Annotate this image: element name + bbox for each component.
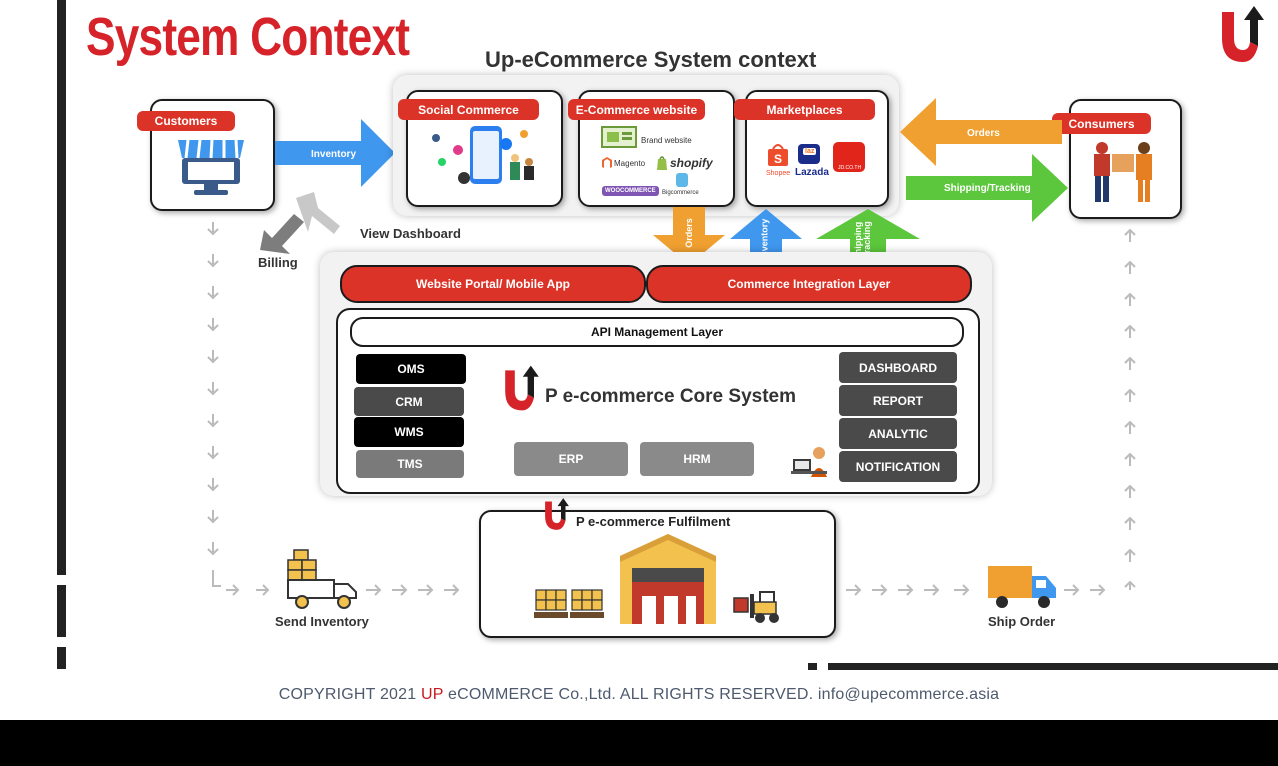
- svg-text:S: S: [774, 152, 782, 166]
- shipping-up-arrow: [816, 209, 920, 269]
- footer-copyright-suffix: eCOMMERCE Co.,Ltd. ALL RIGHTS RESERVED. …: [443, 686, 1000, 703]
- module-wms: WMS: [354, 417, 464, 447]
- social-commerce-label: Social Commerce: [398, 99, 539, 120]
- inventory-arrow-label: Inventory: [311, 149, 357, 160]
- billing-arrow: [260, 214, 304, 254]
- ship-order-flow-arrows-right: [1064, 584, 1106, 596]
- ship-order-flow-arrows-left: [846, 584, 970, 596]
- shopify-icon: [657, 156, 667, 170]
- marketplaces-label: Marketplaces: [734, 99, 875, 120]
- lazada-label: Lazada: [795, 167, 829, 178]
- jd-app-icon: [833, 142, 865, 172]
- module-hrm: HRM: [640, 442, 754, 476]
- ship-order-truck-icon: [988, 566, 1056, 608]
- view-dashboard-label: View Dashboard: [360, 226, 461, 241]
- pallet-boxes-icon: [534, 589, 604, 618]
- consumers-illustration: [1094, 142, 1152, 202]
- module-crm: CRM: [354, 387, 464, 416]
- forklift-icon: [733, 591, 779, 623]
- social-commerce-illustration: [432, 126, 534, 184]
- bottom-accent-line: [828, 663, 1278, 670]
- copyright-footer: COPYRIGHT 2021 UP eCOMMERCE Co.,Ltd. ALL…: [0, 686, 1278, 704]
- api-management-layer: API Management Layer: [350, 317, 964, 347]
- send-inventory-truck-icon: [287, 549, 357, 609]
- core-system-title: P e-commerce Core System: [545, 386, 796, 407]
- ship-order-label: Ship Order: [988, 614, 1056, 629]
- orders-arrow-label: Orders: [967, 128, 1000, 139]
- send-inventory-flow-arrows-right: [366, 584, 460, 596]
- shipping-tracking-arrow-label: Shipping/Tracking: [944, 183, 1031, 194]
- orders-down-label: Orders: [683, 218, 694, 248]
- send-inventory-label: Send Inventory: [275, 614, 369, 629]
- bigcommerce-label: Bigcommerce: [662, 190, 699, 196]
- shipping-tracking-arrow: [906, 154, 1068, 222]
- view-dashboard-arrow: [296, 192, 340, 234]
- ecommerce-website-label: E-Commerce website: [568, 99, 705, 120]
- inventory-up-arrow: [730, 209, 802, 269]
- customers-label: Customers: [137, 111, 235, 131]
- fulfilment-title: P e-commerce Fulfilment: [576, 514, 731, 529]
- up-core-logo-icon: [505, 365, 539, 411]
- bigcommerce-icon: [676, 173, 688, 187]
- brand-website-label: Brand website: [641, 136, 692, 145]
- bottom-accent-dot: [808, 663, 817, 670]
- left-accent-bar-segment: [57, 585, 66, 637]
- slide: System Context Up-eCommerce System conte…: [0, 0, 1278, 720]
- module-analytic: ANALYTIC: [839, 418, 957, 449]
- jd-label: JD.CO.TH: [838, 165, 862, 171]
- module-oms: OMS: [356, 354, 466, 384]
- operator-icon: [791, 447, 827, 477]
- footer-copyright-prefix: COPYRIGHT 2021: [278, 686, 421, 703]
- left-accent-bar: [57, 0, 66, 575]
- commerce-integration-layer: Commerce Integration Layer: [646, 265, 972, 303]
- module-notification: NOTIFICATION: [839, 451, 957, 482]
- magento-label: Magento: [614, 159, 646, 168]
- module-dashboard: DASHBOARD: [839, 352, 957, 383]
- module-erp: ERP: [514, 442, 628, 476]
- page-title: System Context: [86, 7, 410, 67]
- shopee-icon: S: [768, 144, 788, 166]
- shopee-label: Shopee: [766, 170, 791, 177]
- left-accent-bar-segment: [57, 647, 66, 669]
- orders-down-arrow: [653, 207, 725, 265]
- footer-brand-up: UP: [421, 686, 444, 703]
- woocommerce-logo: WOOCOMMERCE: [602, 186, 659, 196]
- inventory-arrow: [275, 119, 395, 187]
- send-inventory-flow-arrows-left: [226, 584, 270, 596]
- storefront-icon: [178, 139, 244, 195]
- warehouse-icon: [620, 534, 716, 624]
- billing-label: Billing: [258, 255, 298, 270]
- orders-arrow: [900, 98, 1062, 166]
- up-logo-icon: [1222, 6, 1264, 62]
- laz-badge: laz: [803, 148, 817, 155]
- shopify-label: shopify: [670, 156, 713, 170]
- brand-website-icon: [601, 126, 637, 148]
- website-portal-layer: Website Portal/ Mobile App: [340, 265, 646, 303]
- consumers-label: Consumers: [1052, 113, 1151, 134]
- diagram-title: Up-eCommerce System context: [485, 47, 817, 72]
- right-up-arrow-column: [1124, 228, 1136, 590]
- module-report: REPORT: [839, 385, 957, 416]
- left-down-arrow-column: [207, 222, 221, 587]
- magento-icon: [602, 157, 612, 168]
- module-tms: TMS: [356, 450, 464, 478]
- up-fulfilment-logo-icon: [545, 498, 569, 530]
